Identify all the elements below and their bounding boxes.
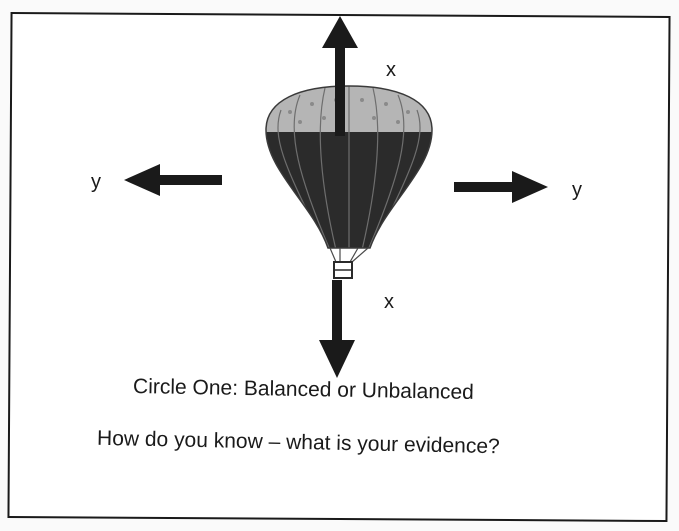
up-force-label: x (386, 59, 396, 81)
down-force-arrow (319, 280, 355, 378)
hot-air-balloon (265, 85, 433, 279)
right-force-label: y (572, 179, 582, 201)
down-force-label: x (384, 291, 394, 313)
up-force-arrow (322, 16, 358, 136)
right-force-arrow (454, 171, 548, 203)
left-force-arrow (124, 164, 222, 196)
left-force-label: y (91, 171, 101, 193)
